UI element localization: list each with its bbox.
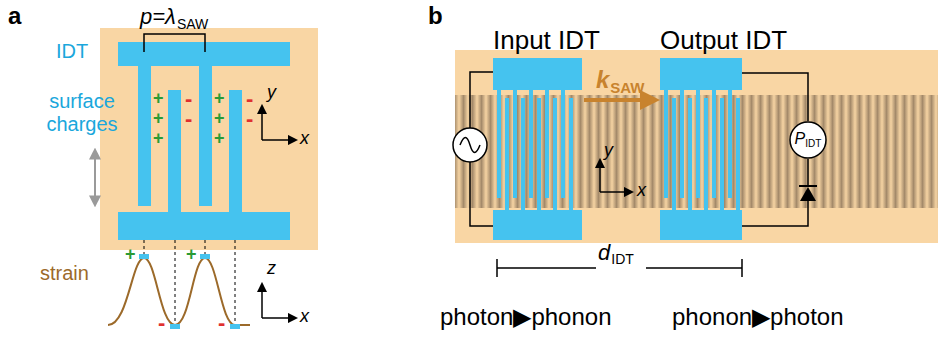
sine-symbol — [460, 138, 480, 153]
panel-letter: b — [428, 2, 443, 30]
meter-label: PIDT — [795, 131, 822, 149]
diode-bar — [799, 185, 817, 187]
part-label: surface charges — [34, 90, 130, 136]
double-arrow — [94, 150, 96, 205]
part-label: IDT — [56, 40, 88, 63]
power-meter: PIDT — [789, 121, 827, 159]
symbol: P — [795, 130, 806, 147]
charge-sign: + — [214, 108, 225, 129]
output-idt: Output IDT — [660, 58, 742, 240]
axis-label: y — [604, 140, 613, 161]
part-label: strain — [40, 262, 89, 285]
finger — [199, 66, 212, 206]
subscript: IDT — [611, 251, 634, 267]
charge-sign: + — [153, 108, 164, 129]
charge-sign: + — [186, 244, 197, 265]
finger — [138, 66, 151, 206]
dimension-label: d — [598, 240, 610, 265]
node-heading: Input IDT — [493, 25, 600, 55]
axis-label: y — [267, 82, 276, 103]
busbar — [493, 58, 582, 90]
axis — [261, 106, 263, 140]
fingers — [497, 90, 740, 210]
panel-letter: a — [8, 2, 21, 30]
ac-source — [453, 128, 487, 162]
input-idt: Input IDT — [493, 58, 582, 240]
strain-curve — [108, 258, 250, 325]
axis-label: x — [300, 128, 309, 149]
subscript: SAW — [610, 79, 644, 96]
wave-vector-label: k — [596, 66, 609, 94]
axis — [599, 160, 601, 192]
wire — [742, 159, 808, 226]
finger — [229, 90, 242, 212]
charge-sign: - — [185, 106, 192, 131]
substrate — [100, 28, 318, 250]
axis-label: x — [637, 180, 646, 201]
charge-sign: - — [218, 310, 225, 335]
node-heading: Output IDT — [660, 25, 787, 55]
axis — [262, 139, 296, 141]
charge-sign: + — [153, 128, 164, 149]
charge-sign: + — [153, 88, 164, 109]
busbar — [493, 210, 582, 240]
axis — [262, 317, 296, 319]
axis-label: z — [267, 258, 276, 279]
charge-sign: + — [125, 244, 136, 265]
busbar — [660, 58, 742, 90]
subscript: SAW — [177, 16, 208, 32]
wire — [742, 73, 808, 121]
axis — [600, 191, 632, 193]
axis — [261, 284, 263, 318]
subscript: IDT — [805, 138, 821, 149]
substrate — [455, 50, 938, 243]
charge-sign: + — [214, 88, 225, 109]
charge-sign: + — [214, 128, 225, 149]
charge-sign: - — [158, 310, 165, 335]
period-label: p=λ — [140, 4, 176, 29]
charge-sign: - — [246, 106, 253, 131]
finger — [168, 90, 181, 212]
busbar — [660, 210, 742, 240]
axis-label: x — [300, 306, 309, 327]
caption-label: photon▶phonon — [440, 303, 612, 331]
diode — [800, 187, 816, 201]
wave-vector-arrow — [584, 98, 656, 102]
period-bracket — [144, 34, 205, 52]
busbar — [118, 212, 290, 240]
caption-label: phonon▶photon — [672, 303, 844, 331]
